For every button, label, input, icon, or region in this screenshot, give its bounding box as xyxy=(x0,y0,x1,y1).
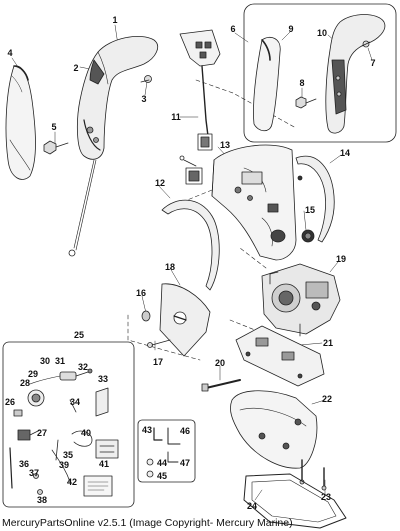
callout-40: 40 xyxy=(81,428,91,438)
callout-7: 7 xyxy=(370,58,375,68)
callout-33: 33 xyxy=(98,374,108,384)
part-24-gasket xyxy=(243,473,347,529)
callout-11: 11 xyxy=(171,112,181,122)
callout-12: 12 xyxy=(155,178,165,188)
part-18-cover-plate xyxy=(159,283,211,357)
callout-5: 5 xyxy=(51,122,56,132)
callout-14: 14 xyxy=(340,148,350,158)
part-10-control-handle xyxy=(325,14,386,134)
callout-46: 46 xyxy=(180,426,190,436)
part-23-screws xyxy=(299,459,327,491)
part-29-32-wire xyxy=(29,375,61,385)
callout-25: 25 xyxy=(74,330,84,340)
inset-box-wiring-kit xyxy=(2,341,135,508)
part-17-screw xyxy=(147,339,171,348)
inset-box-handle-detail xyxy=(243,3,397,143)
callout-10: 10 xyxy=(317,28,327,38)
callout-42: 42 xyxy=(67,477,77,487)
callout-30: 30 xyxy=(40,356,50,366)
part-27-switch xyxy=(17,429,41,441)
part-14-arc-cover xyxy=(295,155,335,243)
callout-18: 18 xyxy=(165,262,175,272)
callout-27: 27 xyxy=(37,428,47,438)
part-connector xyxy=(179,155,203,185)
part-42-label xyxy=(83,475,113,497)
callout-9: 9 xyxy=(288,24,293,34)
callout-37: 37 xyxy=(29,468,39,478)
part-21-mounting-bracket xyxy=(235,325,325,387)
callout-8: 8 xyxy=(299,78,304,88)
part-43-46-47-hex-keys xyxy=(153,427,181,463)
callout-43: 43 xyxy=(142,425,152,435)
callout-15: 15 xyxy=(305,205,315,215)
part-33-clip xyxy=(95,387,109,417)
part-36-wire-harness xyxy=(9,447,13,489)
callout-41: 41 xyxy=(99,459,109,469)
callout-4: 4 xyxy=(7,48,12,58)
callout-6: 6 xyxy=(230,24,235,34)
callout-32: 32 xyxy=(78,362,88,372)
callout-16: 16 xyxy=(136,288,146,298)
callout-39: 39 xyxy=(59,460,69,470)
callout-23: 23 xyxy=(321,492,331,502)
part-12-arc-cover xyxy=(161,199,220,291)
callout-31: 31 xyxy=(55,356,65,366)
part-11-trim-switch xyxy=(179,29,221,151)
inset-box-tools xyxy=(137,419,196,483)
part-5-screw xyxy=(43,140,69,155)
part-3-screw xyxy=(140,75,152,83)
callout-labels: 1 2 3 4 5 6 7 8 9 10 11 12 13 14 15 16 1… xyxy=(5,15,376,511)
part-15-knob xyxy=(301,229,315,243)
callout-13: 13 xyxy=(220,140,230,150)
callout-22: 22 xyxy=(322,394,332,404)
part-22-base-plate xyxy=(230,390,318,469)
part-44-45-washers xyxy=(146,458,154,478)
part-20-long-bolt xyxy=(201,379,241,392)
callout-19: 19 xyxy=(336,254,346,264)
callout-34: 34 xyxy=(70,397,80,407)
callout-26: 26 xyxy=(5,397,15,407)
part-13-housing xyxy=(211,144,297,261)
part-40-loop xyxy=(71,430,93,447)
part-7-screw xyxy=(361,40,371,48)
callout-28: 28 xyxy=(20,378,30,388)
part-16-bolt xyxy=(141,310,151,322)
copyright-footer: MercuryPartsOnline v2.5.1 (Image Copyrig… xyxy=(2,517,293,529)
callout-38: 38 xyxy=(37,495,47,505)
callout-47: 47 xyxy=(180,458,190,468)
callout-24: 24 xyxy=(247,501,257,511)
callout-21: 21 xyxy=(323,338,333,348)
callout-2: 2 xyxy=(73,63,78,73)
callout-1: 1 xyxy=(112,15,117,25)
part-41-bracket xyxy=(95,439,119,459)
callout-44: 44 xyxy=(157,458,167,468)
part-8-bolt xyxy=(295,96,317,109)
callout-35: 35 xyxy=(63,450,73,460)
part-1-control-handle xyxy=(76,36,158,160)
part-4-handle-grip xyxy=(5,65,36,180)
part-9-handle-grip xyxy=(253,36,281,132)
part-26-bolt xyxy=(13,409,23,417)
callout-36: 36 xyxy=(19,459,29,469)
callout-17: 17 xyxy=(153,357,163,367)
part-28-round-gauge xyxy=(27,389,45,407)
callout-45: 45 xyxy=(157,471,167,481)
part-34-pin xyxy=(69,399,77,413)
callout-3: 3 xyxy=(141,94,146,104)
part-39-cable xyxy=(51,449,71,483)
part-lanyard-cord xyxy=(68,159,97,257)
part-37-38-fastener xyxy=(33,473,43,495)
callout-20: 20 xyxy=(215,358,225,368)
callout-29: 29 xyxy=(28,369,38,379)
part-19-shift-mechanism xyxy=(261,263,341,337)
